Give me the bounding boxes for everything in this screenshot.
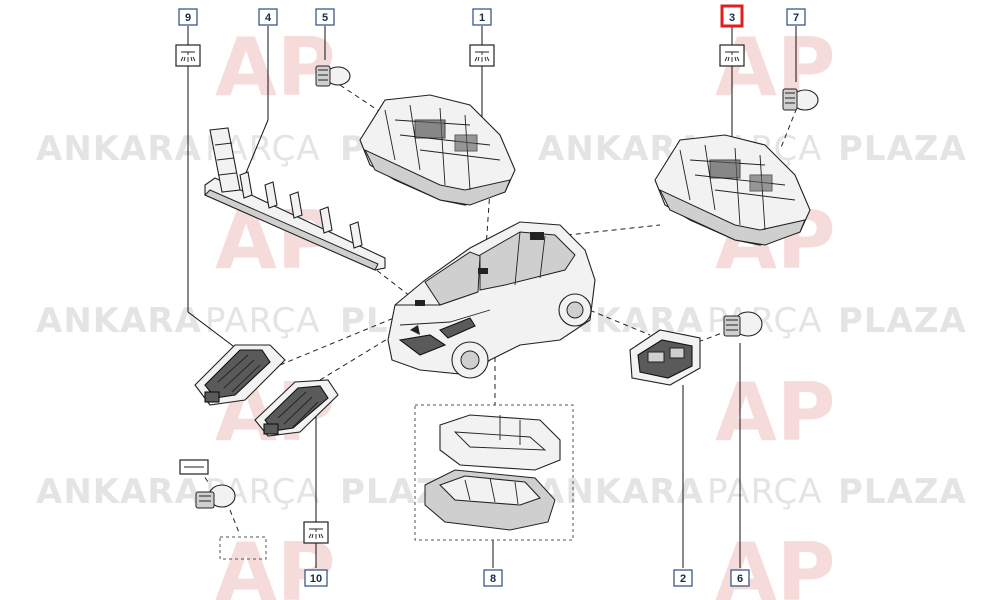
svg-text:6: 6 — [737, 573, 743, 585]
callout-6[interactable]: 6 — [730, 569, 750, 587]
callout-2[interactable]: 2 — [673, 569, 693, 587]
svg-text:4: 4 — [265, 12, 272, 24]
interior-light-symbol-icon — [469, 44, 495, 67]
interior-light-symbol-icon — [303, 521, 329, 544]
leader-lines — [187, 26, 797, 568]
svg-text:PARÇA: PARÇA — [707, 472, 823, 512]
callout-5[interactable]: 5 — [315, 8, 335, 26]
svg-text:5: 5 — [322, 12, 328, 24]
bulb-part-6[interactable] — [723, 311, 763, 337]
callout-4[interactable]: 4 — [258, 8, 278, 26]
rail-bracket-part-4[interactable] — [204, 127, 386, 271]
svg-text:AP: AP — [715, 366, 836, 459]
svg-text:9: 9 — [185, 12, 191, 24]
svg-text:AP: AP — [215, 21, 336, 114]
svg-text:2: 2 — [680, 573, 686, 585]
small-connector — [179, 459, 209, 475]
courtesy-lamp-part-10[interactable] — [254, 379, 339, 437]
dome-light-part-3[interactable] — [654, 134, 811, 246]
switch-part-2[interactable] — [629, 329, 701, 386]
svg-text:7: 7 — [793, 12, 799, 24]
svg-text:ANKARA: ANKARA — [36, 472, 202, 512]
svg-text:PLAZA: PLAZA — [838, 472, 967, 512]
callout-9[interactable]: 9 — [178, 8, 198, 26]
callout-8[interactable]: 8 — [483, 569, 503, 587]
interior-light-symbol-icon — [719, 44, 745, 67]
interior-light-symbol-icon — [175, 44, 201, 67]
lens-cover-group-part-8[interactable] — [414, 404, 574, 541]
svg-text:ANKARA: ANKARA — [36, 129, 202, 169]
svg-text:ANKARA: ANKARA — [538, 472, 704, 512]
bulb-part-7[interactable] — [782, 88, 819, 111]
svg-text:PLAZA: PLAZA — [838, 129, 967, 169]
car-vehicle — [387, 221, 596, 379]
callout-1[interactable]: 1 — [472, 8, 492, 26]
svg-text:PARÇA: PARÇA — [205, 301, 321, 341]
courtesy-lamp-part-9[interactable] — [194, 344, 286, 406]
bulb-part-5[interactable] — [315, 65, 351, 87]
svg-text:1: 1 — [479, 12, 485, 24]
callout-7[interactable]: 7 — [786, 8, 806, 26]
dome-light-part-1[interactable] — [359, 94, 516, 206]
callout-10[interactable]: 10 — [304, 569, 328, 587]
svg-text:3: 3 — [729, 12, 735, 24]
svg-text:ANKARA: ANKARA — [36, 301, 202, 341]
small-bulb[interactable] — [195, 484, 236, 509]
svg-text:PLAZA: PLAZA — [838, 301, 967, 341]
callout-3-highlighted[interactable]: 3 — [720, 4, 744, 28]
svg-text:10: 10 — [310, 573, 322, 585]
svg-text:8: 8 — [490, 573, 496, 585]
svg-text:AP: AP — [715, 526, 836, 600]
optional-part-box — [219, 536, 267, 560]
